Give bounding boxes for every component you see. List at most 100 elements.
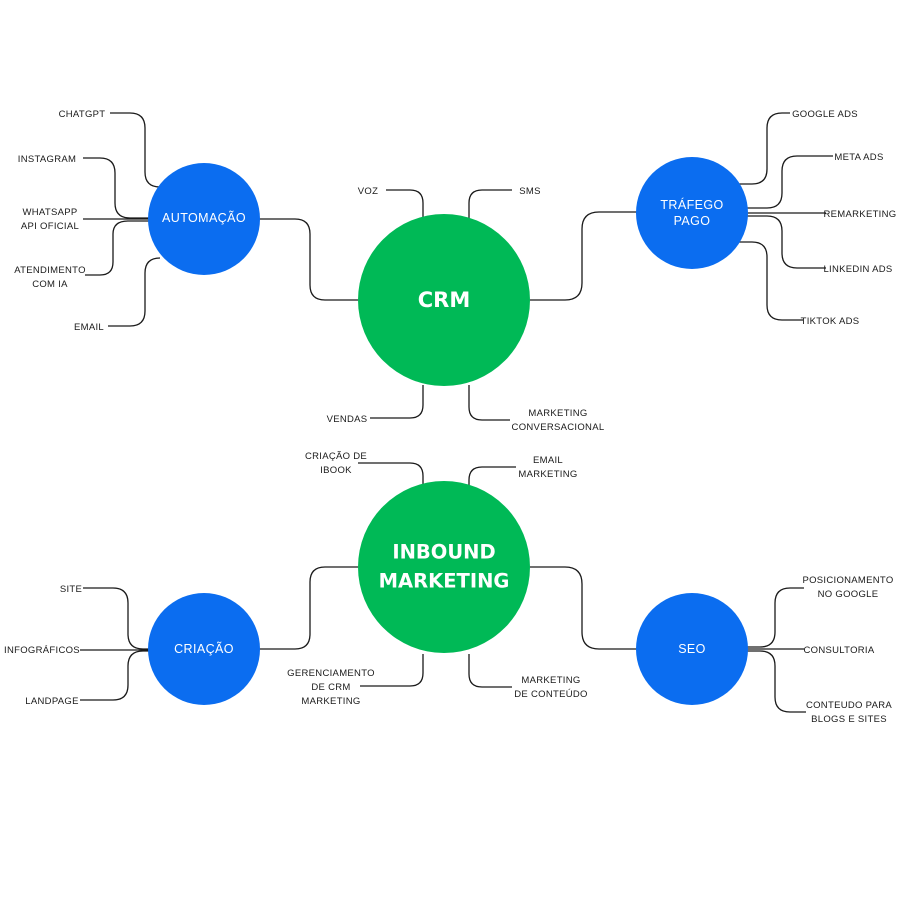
posicionamento-label-line: NO GOOGLE: [818, 589, 879, 600]
criacao-label: CRIAÇÃO: [174, 642, 234, 656]
inbound-hub: [358, 481, 530, 653]
chatgpt-label: CHATGPT: [59, 109, 106, 120]
nodes: [148, 157, 748, 705]
atendimento-connector: [85, 220, 150, 276]
voz-label: VOZ: [358, 186, 378, 197]
site-connector: [83, 587, 150, 650]
consultoria-label-line: CONSULTORIA: [803, 645, 874, 656]
conteudo-blogs-connector: [746, 650, 806, 713]
linkedin-ads-connector: [746, 215, 826, 269]
ibook-connector: [358, 462, 424, 486]
linkedin-ads-label: LINKEDIN ADS: [823, 264, 892, 275]
labels: CRM INBOUND MARKETING AUTOMAÇÃO TRÁFEGO PAGO C…: [4, 109, 896, 725]
vendas-connector: [370, 385, 424, 419]
landpage-label: LANDPAGE: [25, 696, 78, 707]
remarketing-label: REMARKETING: [824, 209, 897, 220]
trafego-node: [636, 157, 748, 269]
tiktok-ads-connector: [738, 241, 803, 321]
inbound-to-seo-connector: [530, 566, 638, 650]
site-label: SITE: [60, 584, 82, 595]
atendimento-label-line: ATENDIMENTO: [14, 265, 86, 276]
whatsapp-label-line: WHATSAPP: [22, 207, 77, 218]
crm-hub-label: CRM: [418, 288, 470, 312]
trafego-label-line: TRÁFEGO: [660, 197, 723, 212]
chatgpt-label-line: CHATGPT: [59, 109, 106, 120]
tiktok-ads-label: TIKTOK ADS: [801, 316, 860, 327]
instagram-label-line: INSTAGRAM: [18, 154, 76, 165]
seo-node: [636, 593, 748, 705]
inbound-hub-label-line: INBOUND: [392, 540, 495, 563]
conteudo-label-line: MARKETING: [521, 675, 580, 686]
automacao-label-line: AUTOMAÇÃO: [162, 211, 246, 225]
whatsapp-label: WHATSAPP API OFICIAL: [21, 207, 79, 232]
conteudo-label: MARKETING DE CONTEÚDO: [514, 675, 588, 700]
seo-label: SEO: [678, 642, 706, 656]
inbound-to-criacao-connector: [258, 566, 358, 650]
landpage-connector: [80, 650, 150, 701]
crm-hub: [358, 214, 530, 386]
gerenciamento-label-line: DE CRM: [311, 682, 350, 693]
remarketing-label-line: REMARKETING: [824, 209, 897, 220]
gerenciamento-label-line: GERENCIAMENTO: [287, 668, 375, 679]
crm-hub-label-line: CRM: [418, 288, 470, 312]
google-ads-connector: [738, 112, 790, 185]
mkt-conversacional-label-line: MARKETING: [528, 408, 587, 419]
email-label: EMAIL: [74, 322, 104, 333]
infograficos-label: INFOGRÁFICOS: [4, 645, 80, 656]
mkt-conversacional-connector: [468, 385, 510, 421]
conteudo-connector: [468, 654, 512, 688]
email-mkt-label-line: MARKETING: [518, 469, 577, 480]
trafego-label-line: PAGO: [674, 214, 711, 228]
criacao-label-line: CRIAÇÃO: [174, 642, 234, 656]
instagram-label: INSTAGRAM: [18, 154, 76, 165]
crm-to-automacao-connector: [258, 218, 358, 301]
ibook-label-line: IBOOK: [320, 465, 352, 476]
sms-label-line: SMS: [519, 186, 541, 197]
voz-connector: [386, 189, 424, 220]
ibook-label-line: CRIAÇÃO DE: [305, 451, 367, 462]
voz-label-line: VOZ: [358, 186, 378, 197]
gerenciamento-label-line: MARKETING: [301, 696, 360, 707]
mkt-conversacional-label-line: CONVERSACIONAL: [512, 422, 605, 433]
atendimento-label-line: COM IA: [32, 279, 68, 290]
infograficos-label-line: INFOGRÁFICOS: [4, 645, 80, 656]
sms-label: SMS: [519, 186, 541, 197]
connectors: [80, 112, 833, 713]
meta-ads-connector: [746, 155, 833, 209]
tiktok-ads-label-line: TIKTOK ADS: [801, 316, 860, 327]
vendas-label-line: VENDAS: [327, 414, 368, 425]
consultoria-label: CONSULTORIA: [803, 645, 874, 656]
email-mkt-connector: [468, 466, 516, 488]
sms-connector: [468, 189, 512, 220]
vendas-label: VENDAS: [327, 414, 368, 425]
gerenciamento-label: GERENCIAMENTO DE CRM MARKETING: [287, 668, 375, 707]
automacao-node: [148, 163, 260, 275]
conteudo-blogs-label: CONTEUDO PARA BLOGS E SITES: [806, 700, 892, 725]
automacao-label: AUTOMAÇÃO: [162, 211, 246, 225]
mkt-conversacional-label: MARKETING CONVERSACIONAL: [512, 408, 605, 433]
posicionamento-connector: [746, 587, 804, 648]
meta-ads-label: META ADS: [834, 152, 883, 163]
email-label-line: EMAIL: [74, 322, 104, 333]
conteudo-blogs-label-line: CONTEUDO PARA: [806, 700, 892, 711]
trafego-label: TRÁFEGO PAGO: [660, 197, 723, 228]
chatgpt-connector: [110, 112, 161, 188]
inbound-hub-label-line: MARKETING: [379, 569, 510, 592]
whatsapp-label-line: API OFICIAL: [21, 221, 79, 232]
inbound-hub-label: INBOUND MARKETING: [379, 540, 510, 592]
gerenciamento-connector: [360, 654, 424, 687]
email-mkt-label: EMAIL MARKETING: [518, 455, 577, 480]
site-label-line: SITE: [60, 584, 82, 595]
linkedin-ads-label-line: LINKEDIN ADS: [823, 264, 892, 275]
conteudo-label-line: DE CONTEÚDO: [514, 689, 588, 700]
seo-label-line: SEO: [678, 642, 706, 656]
meta-ads-label-line: META ADS: [834, 152, 883, 163]
google-ads-label-line: GOOGLE ADS: [792, 109, 858, 120]
email-mkt-label-line: EMAIL: [533, 455, 563, 466]
crm-to-trafego-connector: [530, 211, 638, 301]
conteudo-blogs-label-line: BLOGS E SITES: [811, 714, 887, 725]
google-ads-label: GOOGLE ADS: [792, 109, 858, 120]
instagram-connector: [83, 157, 150, 219]
